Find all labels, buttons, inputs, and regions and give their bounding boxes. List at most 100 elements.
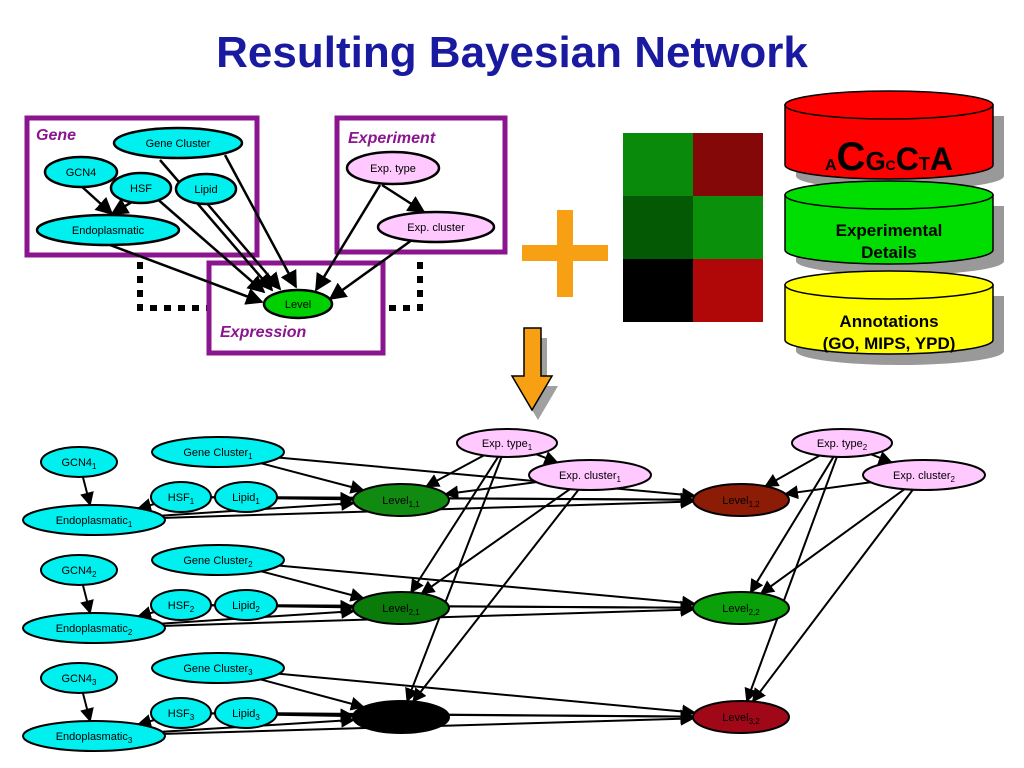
svg-text:Lipid3: Lipid3 (232, 708, 260, 722)
edge-ec_2-l12 (784, 481, 871, 500)
gcn4-node-1-subscript: 1 (92, 462, 97, 471)
exp-cluster-node-1: Exp. cluster1 (528, 459, 652, 491)
gcn4-node-2-subscript: 2 (92, 570, 97, 579)
lipid-node-2-subscript: 2 (255, 605, 260, 614)
exp-cluster-node-2-label: Exp. cluster (893, 470, 951, 482)
level-node-3-1: Level3,1 (352, 700, 450, 734)
level-node-1-1-label: Level (382, 495, 408, 507)
svg-text:Level2,2: Level2,2 (722, 603, 760, 617)
exp-type-node-1: Exp. type1 (456, 428, 558, 458)
lipid-node-3: Lipid3 (214, 697, 278, 729)
gene-group-label: Gene (36, 127, 76, 144)
gene-cluster-node-2-label: Gene Cluster (183, 555, 248, 567)
edge-hsf_3-end_3 (136, 714, 155, 728)
lipid-node-3-subscript: 3 (255, 713, 260, 722)
gcn4-node-2-label: GCN4 (61, 565, 92, 577)
heatmap-cell (623, 259, 693, 322)
svg-text:Lipid: Lipid (194, 184, 217, 196)
svg-text:GCN4: GCN4 (66, 167, 97, 179)
edge-ec_1-l11 (444, 481, 537, 500)
heatmap-cell (623, 133, 693, 196)
gcn4-node-1: GCN41 (40, 446, 118, 478)
edge-gc_2-l21 (260, 570, 365, 602)
svg-text:Experimental: Experimental (836, 221, 943, 240)
gene-cluster-node-3-subscript: 3 (248, 668, 253, 677)
svg-text:Details: Details (861, 243, 917, 262)
hsf-node-1: HSF1 (150, 481, 212, 513)
lipid-node-1-label: Lipid (232, 492, 255, 504)
edge-gcn4_2-end_2 (80, 584, 94, 615)
edge-et_2-ec_2 (870, 451, 893, 465)
edge-gc_3-l32 (278, 672, 697, 719)
gcn4-node-2: GCN42 (40, 554, 118, 586)
endoplasmatic-node-2: Endoplasmatic2 (22, 612, 166, 644)
hsf-node-3-label: HSF (168, 708, 190, 720)
svg-text:Exp. type2: Exp. type2 (817, 438, 868, 452)
hsf-node-2: HSF2 (150, 589, 212, 621)
exp-type-node-1-subscript: 1 (528, 443, 533, 452)
sequence-letters: ACGCCTA (825, 135, 953, 179)
svg-text:Exp. cluster: Exp. cluster (407, 222, 465, 234)
heatmap-cell (693, 259, 763, 322)
level-node-3-1-label: Level (382, 712, 408, 724)
edge-ec_2-l32 (751, 489, 914, 703)
gcn4-node-3: GCN43 (40, 662, 118, 694)
edge-hsf_2-end_2 (136, 606, 155, 620)
lipid-node: Lipid (174, 172, 238, 206)
experiment-group-label: Experiment (348, 130, 436, 147)
svg-text:Endoplasmatic1: Endoplasmatic1 (56, 515, 133, 529)
heatmap-cell (693, 133, 763, 196)
gene-cluster-node-1: Gene Cluster1 (151, 436, 285, 468)
svg-text:GCN43: GCN43 (61, 673, 97, 687)
svg-text:Endoplasmatic: Endoplasmatic (72, 225, 145, 237)
edge-gc_1-l11 (260, 462, 365, 494)
gene-cluster-node-3-label: Gene Cluster (183, 663, 248, 675)
svg-text:GCN42: GCN42 (61, 565, 97, 579)
gcn4-node-1-label: GCN4 (61, 457, 92, 469)
lipid-node-1: Lipid1 (214, 481, 278, 513)
svg-text:Gene Cluster3: Gene Cluster3 (183, 663, 253, 677)
expression-heatmap (623, 133, 763, 322)
gene-cluster-node-3: Gene Cluster3 (151, 652, 285, 684)
svg-text:Gene Cluster2: Gene Cluster2 (183, 555, 253, 569)
svg-text:Level: Level (285, 299, 311, 311)
expression-group-label: Expression (220, 324, 306, 341)
edge-et_2-l12 (764, 454, 821, 488)
gene-cluster-node-1-subscript: 1 (248, 452, 253, 461)
level-node-1-1-subscript: 1,1 (409, 500, 421, 509)
gcn4-node-3-subscript: 3 (92, 678, 97, 687)
svg-text:Gene Cluster: Gene Cluster (146, 138, 211, 150)
edge-ec_2-l22 (759, 488, 906, 595)
exp-type-node-2-label: Exp. type (817, 438, 863, 450)
edge-hsf_1-end_1 (136, 498, 155, 512)
edge-gc_1-l12 (279, 456, 697, 502)
page-title: Resulting Bayesian Network (216, 28, 808, 77)
edge-et_1-l31 (405, 456, 503, 703)
down-arrow (510, 327, 558, 420)
svg-text:Exp. cluster1: Exp. cluster1 (559, 470, 621, 484)
hsf-node-3: HSF3 (150, 697, 212, 729)
exp-cluster-node-1-label: Exp. cluster (559, 470, 617, 482)
svg-text:Exp. cluster2: Exp. cluster2 (893, 470, 955, 484)
level-node-2-1-subscript: 2,1 (409, 608, 421, 617)
edge-gcn4_3-end_3 (80, 692, 94, 723)
sequence-database: ACGCCTA (784, 90, 1004, 190)
endoplasmatic-node-1: Endoplasmatic1 (22, 504, 166, 536)
endoplasmatic-node-3-subscript: 3 (128, 736, 133, 745)
hsf-node: HSF (109, 171, 173, 205)
level-node-2-2-label: Level (722, 603, 748, 615)
svg-text:Lipid2: Lipid2 (232, 600, 260, 614)
endoplasmatic-node-3: Endoplasmatic3 (22, 720, 166, 752)
heatmap-cell (623, 196, 693, 259)
svg-text:Level2,1: Level2,1 (382, 603, 420, 617)
exp-cluster-node: Exp. cluster (376, 210, 496, 244)
svg-text:Level1,2: Level1,2 (722, 495, 760, 509)
lipid-node-3-label: Lipid (232, 708, 255, 720)
dotted-connector-right (383, 262, 423, 311)
exp-type-node: Exp. type (345, 150, 441, 186)
level-node-2-2-subscript: 2,2 (749, 608, 761, 617)
exp-type-node-1-label: Exp. type (482, 438, 528, 450)
edge-et_1-l21 (410, 456, 499, 594)
svg-text:Annotations: Annotations (839, 312, 938, 331)
